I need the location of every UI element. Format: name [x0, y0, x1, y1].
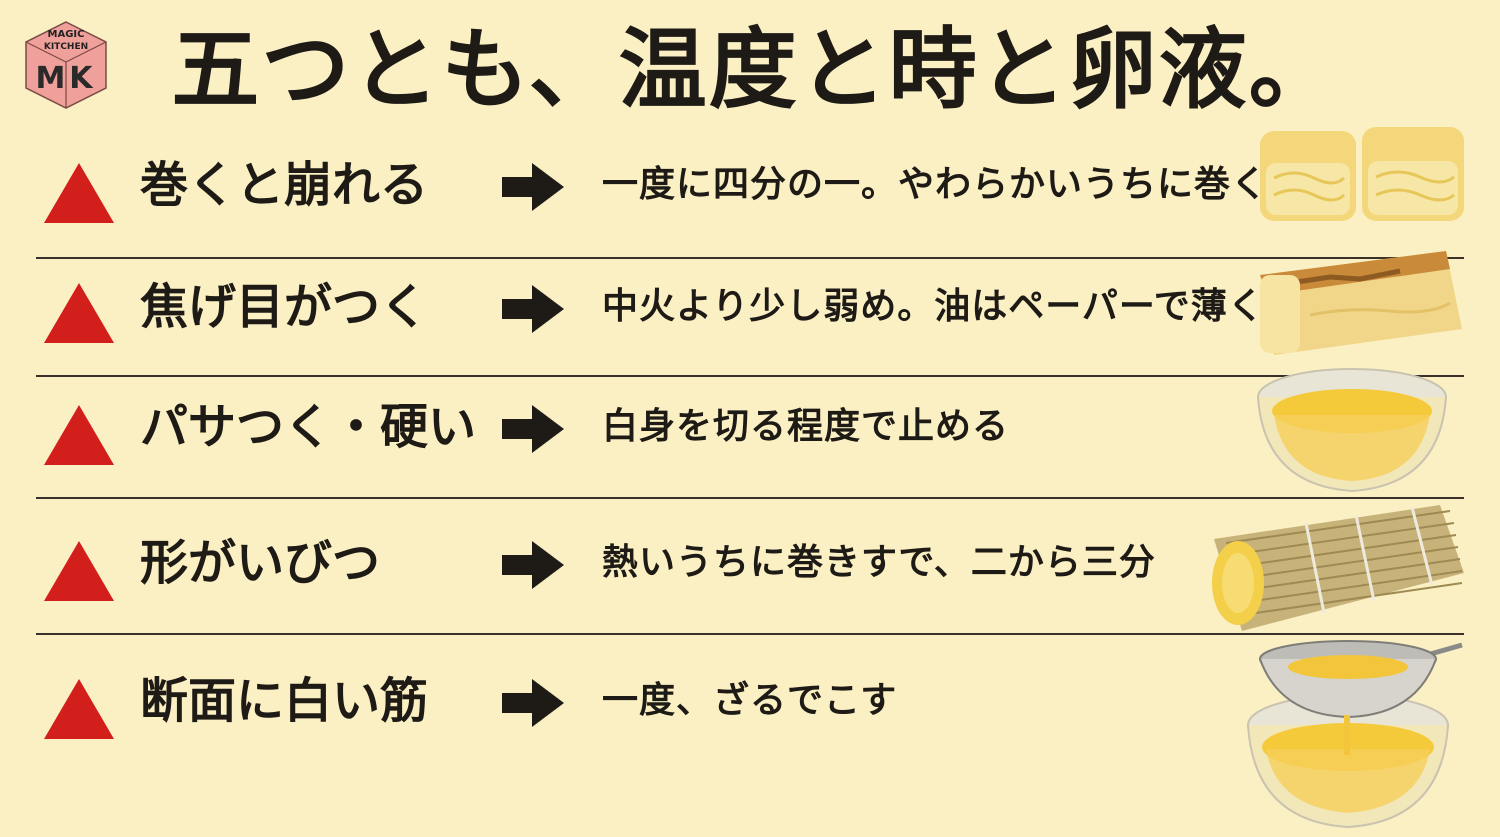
row-divider — [36, 375, 1464, 377]
problem-label: パサつく・硬い — [140, 399, 477, 455]
problem-label: 巻くと崩れる — [140, 157, 429, 213]
strainer-over-bowl-image — [1230, 637, 1466, 833]
egg-mixture-bowl-image — [1254, 365, 1450, 495]
problem-label: 焦げ目がつく — [140, 279, 429, 335]
browned-tamagoyaki-image — [1250, 245, 1466, 359]
tip-row-2: 焦げ目がつく 中火より少し弱め。油はペーパーで薄く — [0, 241, 1500, 377]
right-arrow-icon — [502, 679, 564, 727]
logo-line1: MAGIC — [48, 29, 85, 40]
solution-text: 白身を切る程度で止める — [602, 406, 1010, 447]
warning-triangle-icon — [42, 677, 116, 741]
logo-line2: KITCHEN — [44, 42, 88, 52]
problem-label: 形がいびつ — [140, 535, 381, 591]
problem-label: 断面に白い筋 — [140, 673, 429, 729]
right-arrow-icon — [502, 405, 564, 453]
magic-kitchen-logo: MAGIC KITCHEN MK — [20, 18, 112, 110]
right-arrow-icon — [502, 163, 564, 211]
logo-initials: MK — [35, 61, 96, 96]
page-title: 五つとも、温度と時と卵液。 — [171, 17, 1339, 121]
row-divider — [36, 497, 1464, 499]
warning-triangle-icon — [42, 281, 116, 345]
warning-triangle-icon — [42, 161, 116, 225]
tip-row-3: パサつく・硬い 白身を切る程度で止める — [0, 363, 1500, 499]
solution-text: 一度、ざるでこす — [602, 680, 898, 721]
solution-text: 一度に四分の一。やわらかいうちに巻く — [602, 164, 1269, 205]
logo-cube-icon: MAGIC KITCHEN MK — [25, 21, 107, 109]
sliced-tamagoyaki-image — [1254, 123, 1470, 229]
row-divider — [36, 257, 1464, 259]
solution-text: 熱いうちに巻きすで、二から三分 — [602, 542, 1156, 583]
bamboo-mat-roll-image — [1206, 499, 1468, 637]
tip-row-1: 巻くと崩れる 一度に四分の一。やわらかいうちに巻く — [0, 123, 1500, 259]
row-divider — [36, 633, 1464, 635]
solution-text: 中火より少し弱め。油はペーパーで薄く — [602, 286, 1265, 327]
warning-triangle-icon — [42, 539, 116, 603]
right-arrow-icon — [502, 285, 564, 333]
warning-triangle-icon — [42, 403, 116, 467]
right-arrow-icon — [502, 541, 564, 589]
tip-row-5: 断面に白い筋 一度、ざるでこす — [0, 637, 1500, 829]
tip-row-4: 形がいびつ 熱いうちに巻きすで、二から三分 — [0, 499, 1500, 635]
